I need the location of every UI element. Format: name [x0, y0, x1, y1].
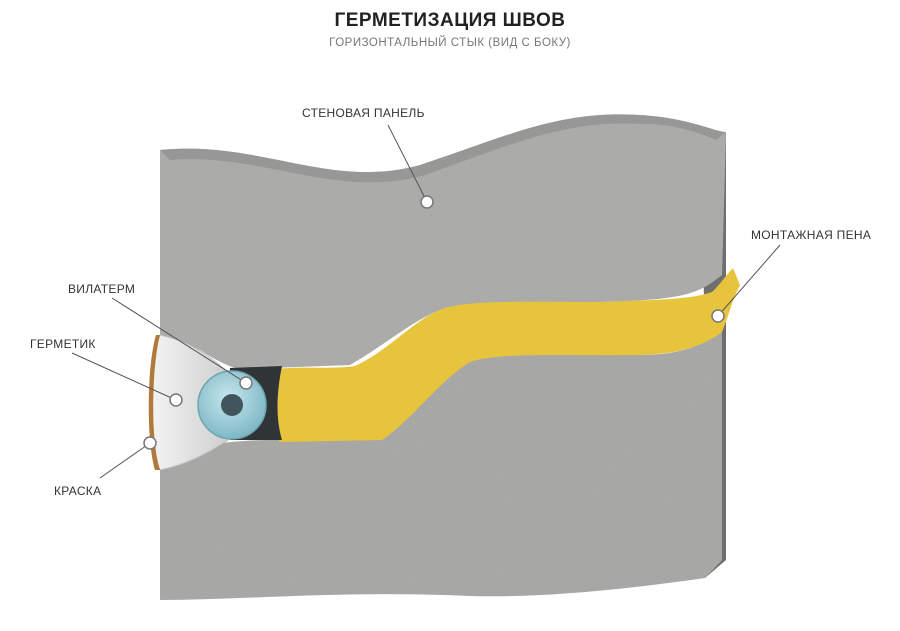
diagram-subtitle: ГОРИЗОНТАЛЬНЫЙ СТЫК (ВИД С БОКУ)	[329, 37, 571, 49]
label-wall-panel: СТЕНОВАЯ ПАНЕЛЬ	[302, 106, 425, 120]
paint-layer	[148, 335, 160, 470]
leader-line-paint	[99, 442, 151, 479]
marker-wall-panel	[420, 195, 434, 209]
marker-vilaterm	[239, 376, 253, 390]
upper-panel-top-edge	[160, 114, 726, 183]
leader-line-wall-panel	[387, 124, 428, 203]
label-sealant: ГЕРМЕТИК	[30, 337, 96, 351]
mounting-foam	[269, 268, 740, 442]
label-paint: КРАСКА	[54, 484, 102, 498]
leader-line-foam	[717, 244, 781, 317]
diagram-title: ГЕРМЕТИЗАЦИЯ ШВОВ	[334, 10, 566, 31]
label-vilaterm: ВИЛАТЕРМ	[68, 282, 136, 296]
leader-line-vilaterm	[111, 297, 247, 384]
marker-foam	[711, 309, 725, 323]
leader-line-sealant	[71, 352, 177, 401]
label-foam: МОНТАЖНАЯ ПЕНА	[751, 228, 872, 242]
upper-wall-panel	[160, 114, 726, 372]
lower-wall-panel	[160, 330, 722, 600]
marker-paint	[143, 436, 157, 450]
vilaterm-tube-core	[221, 394, 243, 416]
marker-sealant	[169, 393, 183, 407]
